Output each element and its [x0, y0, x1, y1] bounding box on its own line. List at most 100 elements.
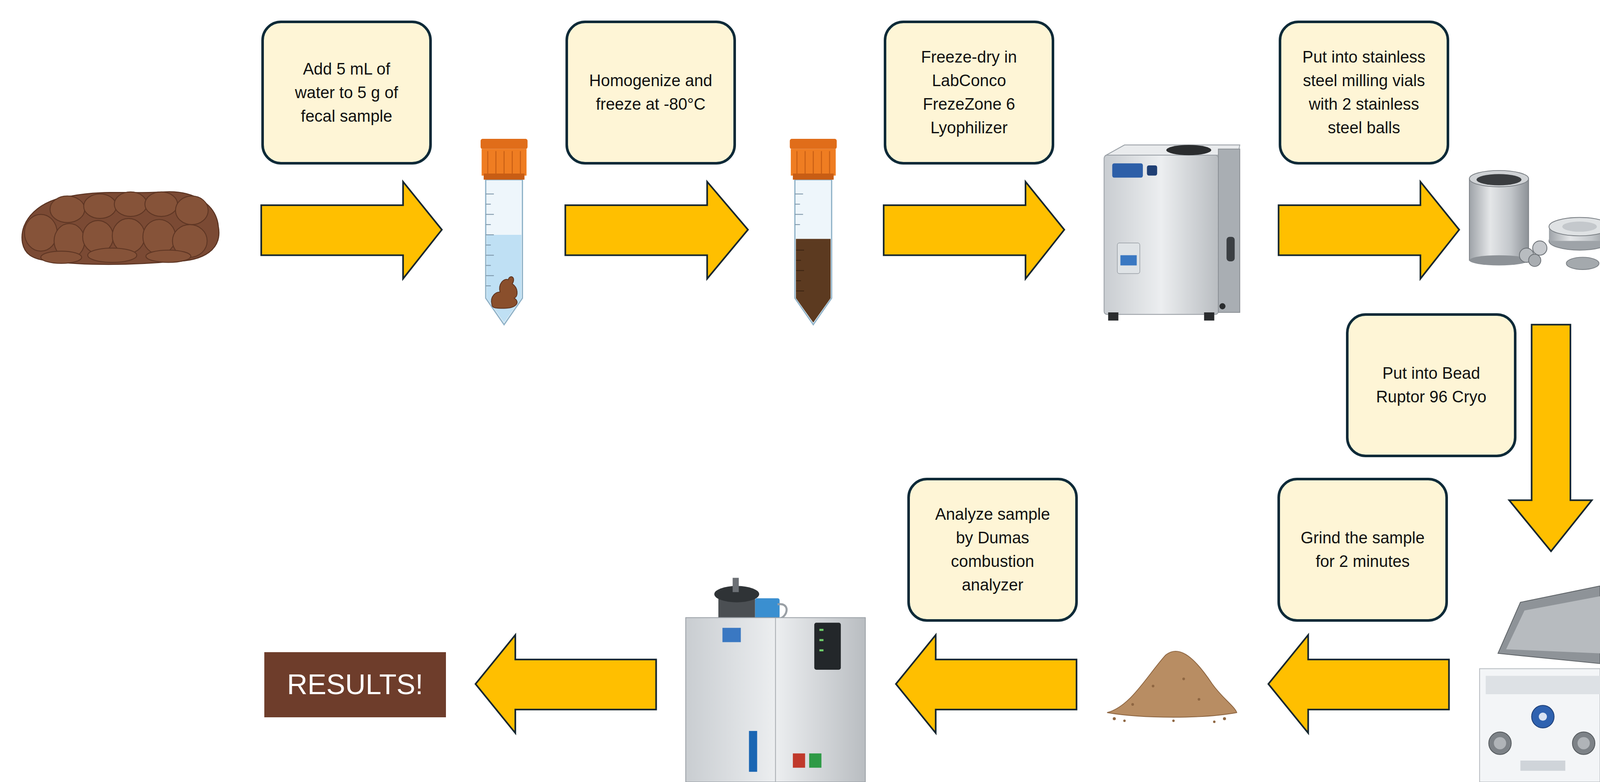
homogenized-tube-part-part — [812, 151, 814, 174]
dumas-analyzer-part — [814, 622, 841, 670]
homogenized-tube-part-part — [795, 224, 801, 225]
dumas-analyzer-part — [819, 628, 824, 652]
fecal-sample-part-part — [144, 191, 178, 217]
result-box: RESULTS! — [264, 651, 446, 718]
dumas-analyzer-part — [774, 617, 776, 782]
sample-tube-part — [485, 194, 494, 286]
homogenized-tube-part — [795, 179, 832, 325]
step-text: Freeze-dry in LabConco FrezeZone 6 Lyoph… — [905, 45, 1033, 140]
dried-powder-part-part — [1131, 702, 1134, 706]
dried-powder-part-part — [1213, 720, 1216, 724]
dumas-analyzer-part — [755, 598, 780, 619]
bead-ruptor-part — [1538, 712, 1547, 721]
homogenized-tube-part-part — [795, 260, 802, 261]
lyophilizer-part — [1103, 155, 1219, 315]
homogenized-tube — [789, 138, 838, 325]
dumas-analyzer-part — [792, 753, 806, 768]
sample-tube-part-part — [503, 151, 505, 174]
bead-ruptor-part — [1520, 760, 1566, 771]
homogenized-tube-part — [795, 239, 831, 323]
lyophilizer-part — [1120, 255, 1137, 266]
sample-tube-part-part — [485, 224, 491, 225]
flow-arrow-part — [565, 181, 748, 279]
dumas-analyzer-part — [732, 577, 739, 592]
bead-ruptor-part — [1498, 586, 1600, 664]
flow-arrow-part — [1278, 181, 1460, 279]
homogenized-tube-part — [790, 149, 836, 176]
milling-vial-part — [1562, 221, 1598, 232]
bead-ruptor-part — [1485, 675, 1600, 694]
milling-vial — [1469, 170, 1600, 270]
homogenized-tube-part — [795, 194, 804, 225]
homogenized-tube-part-part — [804, 151, 806, 174]
homogenized-tube-part-part — [828, 151, 830, 174]
bead-ruptor-part — [1572, 731, 1595, 754]
sample-tube-part-part — [485, 254, 494, 256]
step-text: Put into Bead Ruptor 96 Cryo — [1367, 361, 1495, 409]
dried-powder-part-part — [1182, 677, 1185, 680]
process-box: Put into Bead Ruptor 96 Cryo — [1345, 313, 1517, 458]
process-box: Freeze-dry in LabConco FrezeZone 6 Lyoph… — [883, 20, 1055, 165]
fecal-sample-part — [24, 191, 209, 264]
homogenized-tube-part-part — [795, 213, 804, 215]
sample-tube-part-part — [487, 151, 488, 174]
homogenized-tube-part-part — [795, 249, 805, 251]
homogenized-tube-part-part — [796, 151, 798, 174]
milling-vial-part — [1469, 178, 1529, 261]
dried-powder-part-part — [1112, 717, 1116, 721]
sample-tube-part — [486, 234, 522, 323]
fecal-sample-part-part — [83, 194, 117, 219]
box-text: Homogenize and freeze at -80°C — [587, 68, 715, 117]
step-text: RESULTS! — [272, 668, 438, 701]
step-text: Homogenize and freeze at -80°C — [587, 68, 715, 117]
bead-ruptor-part — [1493, 736, 1507, 750]
dried-powder-part-part — [1223, 717, 1227, 721]
fecal-sample-part-part — [175, 195, 209, 225]
process-box: Put into stainless steel milling vials w… — [1278, 20, 1450, 165]
process-box: Homogenize and freeze at -80°C — [565, 20, 736, 165]
milling-vial-part — [1532, 240, 1547, 255]
process-box: Grind the sample for 2 minutes — [1277, 477, 1448, 622]
lyophilizer-part — [1108, 312, 1119, 321]
homogenized-tube-part — [796, 151, 830, 174]
bead-ruptor-part — [1531, 705, 1554, 728]
sample-tube-part-part — [485, 203, 491, 205]
fecal-sample-part — [21, 191, 219, 265]
process-box: Add 5 mL of water to 5 g of fecal sample — [261, 20, 432, 165]
dried-powder-part — [1106, 651, 1237, 718]
lyophilizer-part — [1146, 165, 1158, 176]
lyophilizer-part — [1204, 312, 1215, 321]
lyophilizer-part — [1219, 303, 1226, 310]
flow-arrow-part — [261, 181, 443, 279]
milling-vial-part — [1566, 257, 1599, 270]
sample-tube-part — [491, 276, 518, 309]
milling-vial-part — [1469, 170, 1529, 187]
step-text: Analyze sample by Dumas combustion analy… — [929, 502, 1056, 597]
fecal-sample-part-part — [146, 250, 192, 263]
homogenized-tube-part — [795, 250, 805, 291]
fecal-sample-part-part — [24, 214, 57, 252]
lyophilizer — [1103, 144, 1240, 321]
dumas-analyzer-part-part — [819, 638, 824, 641]
sample-tube-part-part — [485, 264, 491, 266]
sample-tube-part-part — [485, 285, 491, 287]
fecal-sample-part-part — [40, 251, 82, 264]
homogenized-tube-part-part — [795, 290, 805, 292]
sample-tube-part-part — [511, 151, 513, 174]
dumas-analyzer-part-part — [819, 648, 824, 652]
sample-tube-part-part — [495, 151, 497, 174]
dried-powder-part-part — [1172, 719, 1175, 722]
bead-ruptor-part — [1577, 736, 1591, 750]
flow-arrow — [261, 181, 1592, 733]
dumas-analyzer-part — [685, 617, 866, 782]
dumas-analyzer — [685, 577, 866, 782]
dried-powder-part-part — [1123, 719, 1126, 722]
box-text: Freeze-dry in LabConco FrezeZone 6 Lyoph… — [905, 45, 1033, 140]
sample-tube-part-part — [485, 193, 494, 195]
lyophilizer-part — [1117, 242, 1140, 274]
homogenized-tube-part — [789, 138, 838, 150]
sample-tube-part — [487, 151, 521, 174]
sample-tube-part-part — [485, 244, 491, 246]
fecal-sample-part-part — [114, 191, 147, 217]
